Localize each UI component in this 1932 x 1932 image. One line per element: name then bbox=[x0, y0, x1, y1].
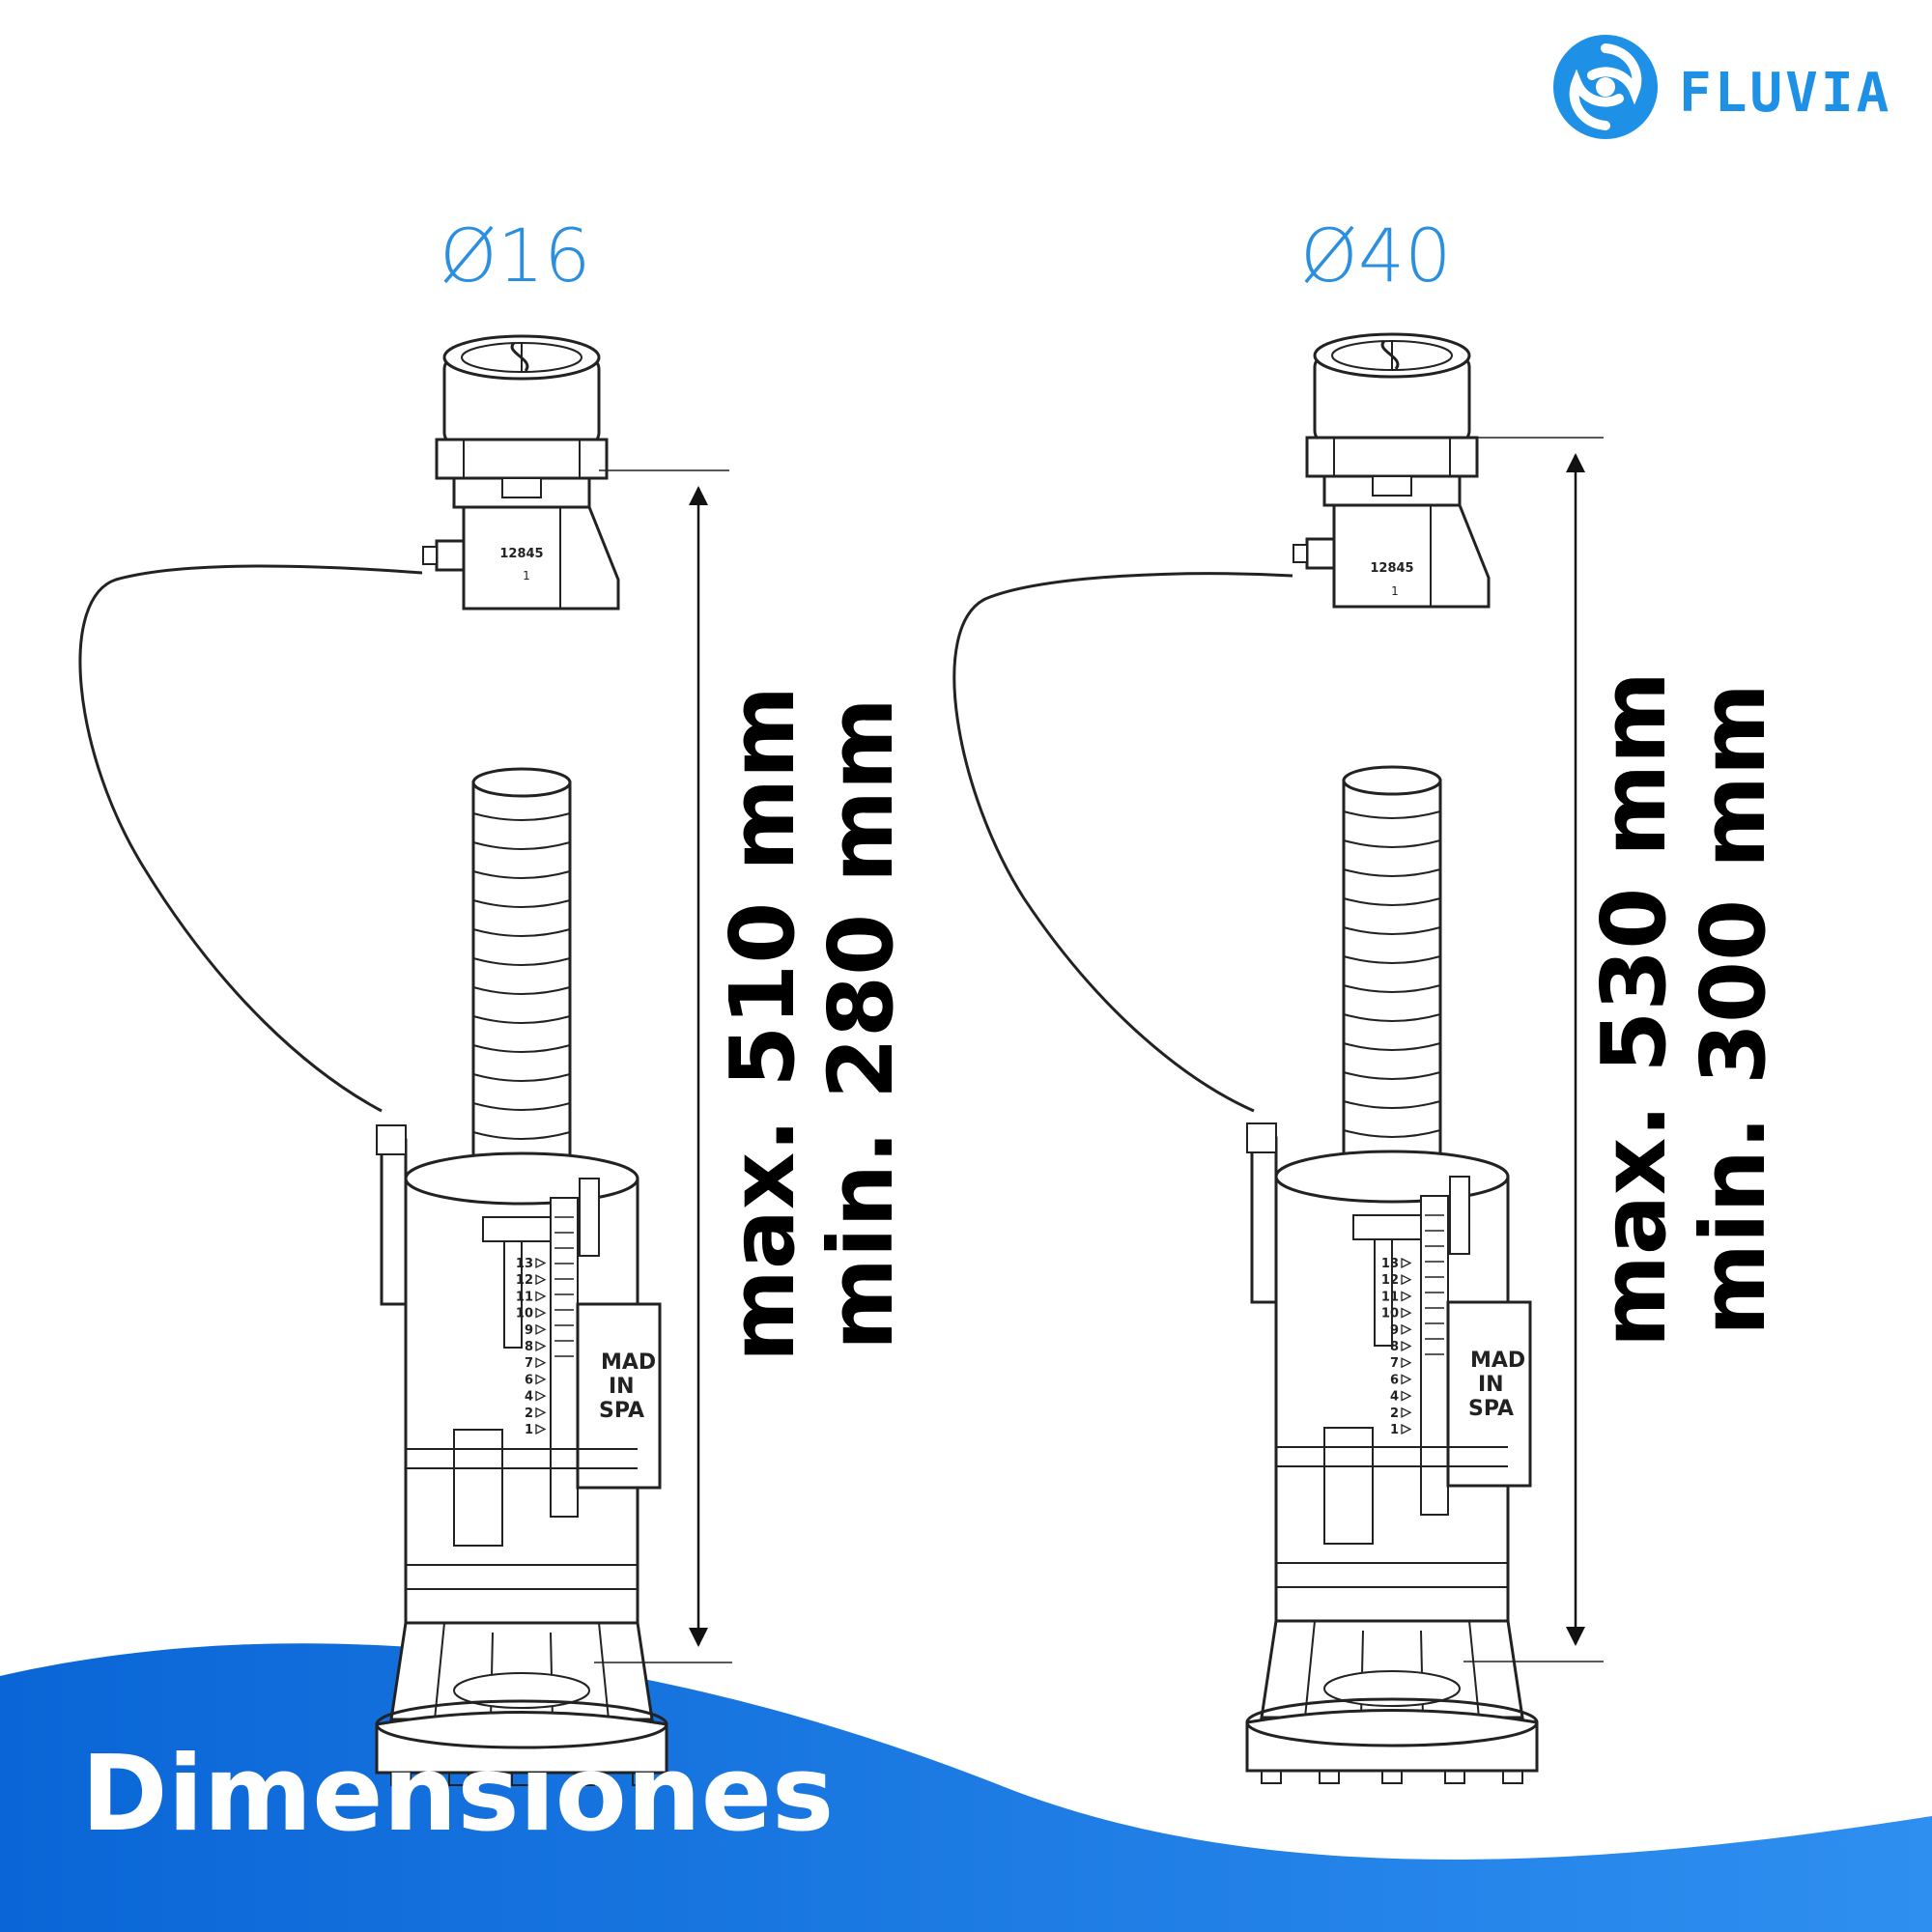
swirl-logo-icon bbox=[1553, 35, 1658, 139]
scale-tick bbox=[535, 1406, 547, 1418]
scale-mark: 8 bbox=[1390, 1340, 1399, 1354]
panel-sub-right: 1 bbox=[1391, 584, 1399, 598]
cable-left bbox=[78, 564, 423, 1113]
scale-tick bbox=[1401, 1374, 1412, 1385]
scale-mark: 2 bbox=[1390, 1406, 1399, 1421]
scale-tick bbox=[1401, 1423, 1412, 1435]
min-dimension-right-text: min. 300 mm bbox=[1682, 683, 1785, 1336]
base-text-right-1: MAD bbox=[1470, 1349, 1525, 1373]
section-title: Dimensiones bbox=[81, 1734, 835, 1855]
scale-mark: 9 bbox=[525, 1323, 533, 1338]
max-dimension-left-text: max. 510 mm bbox=[711, 685, 814, 1363]
scale-mark: 6 bbox=[1390, 1373, 1399, 1387]
diameter-label-right: Ø40 bbox=[1300, 213, 1452, 298]
panel-number-right: 12845 bbox=[1370, 561, 1413, 576]
scale-tick bbox=[535, 1257, 547, 1269]
scale-tick bbox=[535, 1340, 547, 1352]
scale-tick bbox=[535, 1307, 547, 1319]
base-text-left-2: IN bbox=[609, 1375, 635, 1399]
brand-name: FLUVIA bbox=[1679, 62, 1892, 125]
dimension-line-right bbox=[1463, 437, 1604, 1662]
scale-mark: 7 bbox=[1390, 1356, 1399, 1371]
scale-marks-right: 13 12 11 10 9 8 7 6 42 1 bbox=[1381, 1257, 1412, 1437]
cable-right bbox=[952, 572, 1293, 1113]
scale-tick bbox=[535, 1374, 547, 1385]
scale-mark: 13 bbox=[1381, 1257, 1399, 1271]
base-text-left-3: SPA bbox=[599, 1399, 644, 1423]
base-text-right-3: SPA bbox=[1468, 1397, 1514, 1421]
panel-number-left: 12845 bbox=[499, 547, 543, 561]
scale-tick bbox=[1401, 1390, 1412, 1402]
scale-mark: 1 bbox=[1390, 1423, 1399, 1437]
scale-mark: 4 bbox=[525, 1390, 533, 1405]
scale-mark: 2 bbox=[525, 1406, 533, 1421]
scale-tick bbox=[535, 1274, 547, 1286]
scale-mark: 4 bbox=[1390, 1390, 1399, 1405]
scale-tick bbox=[1401, 1357, 1412, 1369]
scale-mark: 7 bbox=[525, 1356, 533, 1371]
scale-mark: 9 bbox=[1390, 1323, 1399, 1338]
scale-mark: 10 bbox=[516, 1307, 533, 1321]
panel-sub-left: 1 bbox=[523, 569, 530, 582]
scale-mark: 8 bbox=[525, 1340, 533, 1354]
scale-tick bbox=[1401, 1406, 1412, 1418]
scale-tick bbox=[535, 1323, 547, 1335]
scale-mark: 6 bbox=[525, 1373, 533, 1387]
scale-mark: 1 bbox=[525, 1423, 533, 1437]
scale-marks-left: 13 12 11 10 9 8 7 6 42 1 bbox=[516, 1257, 547, 1437]
scale-mark: 11 bbox=[516, 1290, 533, 1304]
scale-mark: 12 bbox=[516, 1273, 533, 1288]
max-dimension-right-text: max. 530 mm bbox=[1582, 670, 1686, 1349]
scale-tick bbox=[1401, 1323, 1412, 1335]
scale-tick bbox=[1401, 1307, 1412, 1319]
scale-tick bbox=[535, 1291, 547, 1302]
scale-tick bbox=[1401, 1257, 1412, 1269]
scale-tick bbox=[535, 1423, 547, 1435]
scale-mark: 11 bbox=[1381, 1290, 1399, 1304]
scale-mark: 10 bbox=[1381, 1307, 1399, 1321]
dimension-line-left bbox=[594, 469, 732, 1663]
scale-tick bbox=[535, 1357, 547, 1369]
scale-tick bbox=[1401, 1340, 1412, 1352]
base-text-right-2: IN bbox=[1478, 1373, 1504, 1397]
min-dimension-left-text: min. 280 mm bbox=[810, 697, 913, 1350]
scale-tick bbox=[535, 1390, 547, 1402]
diameter-label-left: Ø16 bbox=[440, 213, 591, 298]
base-text-left-1: MAD bbox=[601, 1350, 656, 1375]
scale-tick bbox=[1401, 1274, 1412, 1286]
scale-tick bbox=[1401, 1291, 1412, 1302]
flush-valve-right bbox=[1245, 332, 1539, 1785]
scale-mark: 13 bbox=[516, 1257, 533, 1271]
brand-logo: FLUVIA bbox=[1550, 27, 1889, 153]
scale-mark: 12 bbox=[1381, 1273, 1399, 1288]
